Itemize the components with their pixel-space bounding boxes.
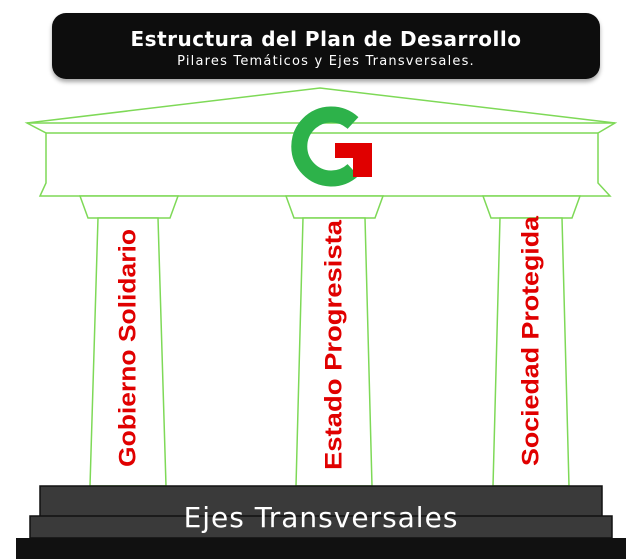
- diagram-subtitle: Pilares Temáticos y Ejes Transversales.: [177, 54, 475, 69]
- temple-base: [16, 485, 626, 559]
- g-logo-icon: [291, 106, 372, 187]
- base-step-bottom: [16, 538, 626, 559]
- pillar-right-capital: [481, 195, 582, 219]
- pillar-left-capital: [78, 195, 180, 219]
- pillar-label-left: Gobierno Solidario: [115, 229, 142, 467]
- base-label: Ejes Transversales: [183, 501, 459, 534]
- logo-green-arc: [291, 106, 359, 187]
- pillar-left: [78, 195, 180, 487]
- pillar-center: [284, 195, 385, 487]
- temple-roof: [24, 87, 618, 197]
- pillar-label-center: Estado Progresista: [321, 219, 348, 470]
- logo-red-block: [335, 143, 372, 177]
- title-banner: Estructura del Plan de Desarrollo Pilare…: [52, 13, 600, 79]
- pillar-center-capital: [284, 195, 385, 219]
- diagram-title: Estructura del Plan de Desarrollo: [130, 27, 522, 51]
- roof-pediment: [24, 87, 618, 197]
- pillar-label-right: Sociedad Protegida: [518, 215, 545, 466]
